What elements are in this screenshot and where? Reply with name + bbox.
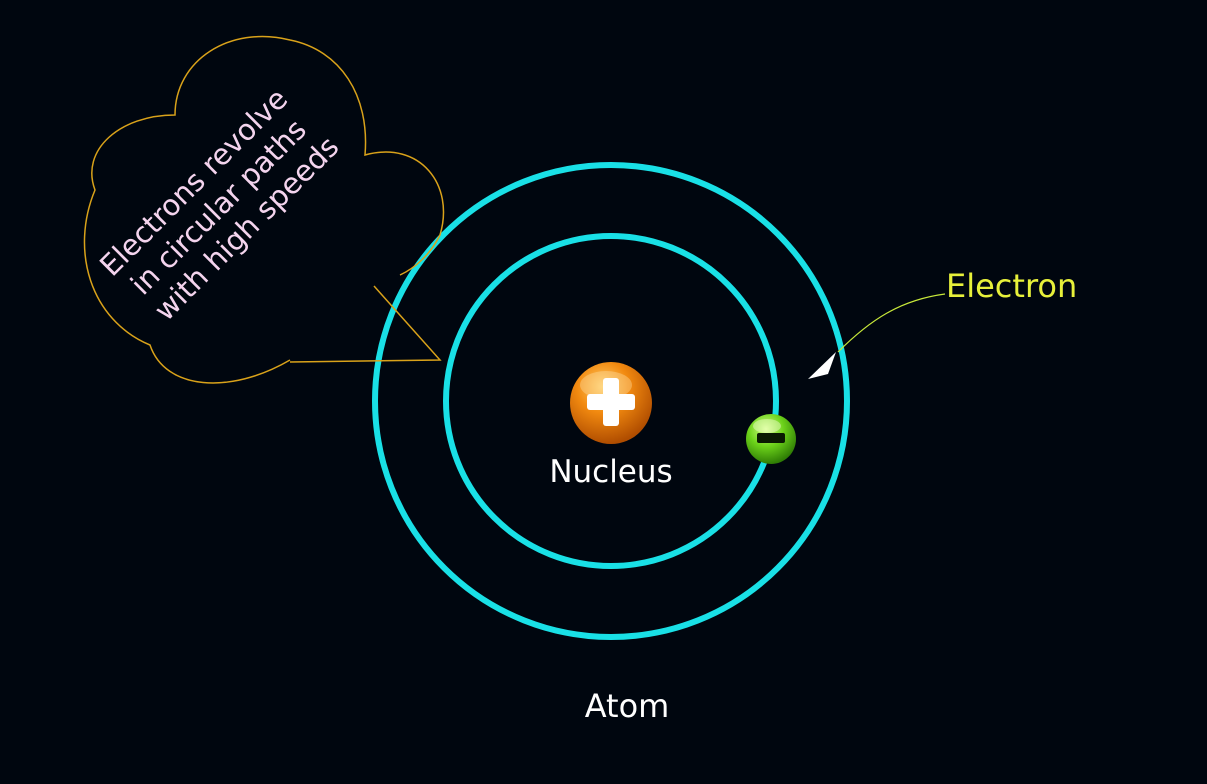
callout-cloud [83, 35, 445, 384]
callout-tail [289, 285, 442, 363]
nucleus [570, 362, 652, 444]
minus-icon [757, 433, 785, 443]
diagram-title: Atom [585, 687, 670, 725]
outer-orbit [372, 162, 850, 640]
plus-icon [587, 378, 635, 426]
nucleus-label: Nucleus [549, 454, 672, 490]
electron-pointer-line [837, 293, 946, 353]
inner-orbit [443, 233, 779, 569]
callout-text: Electrons revolve in circular paths with… [93, 75, 350, 332]
electron-label: Electron [946, 267, 1077, 305]
electron-pointer-arrowhead [808, 352, 836, 379]
electron [746, 414, 796, 464]
